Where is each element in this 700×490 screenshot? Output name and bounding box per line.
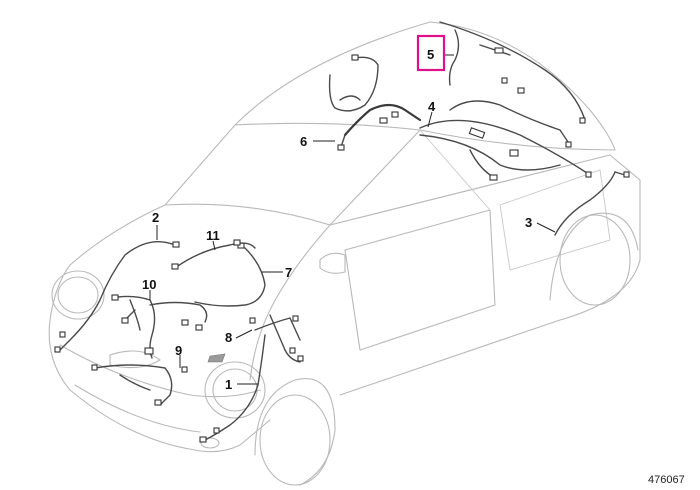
callout-11: 11 xyxy=(206,228,220,243)
harness-11 xyxy=(171,239,256,270)
callout-7: 7 xyxy=(285,265,292,280)
harness-4 xyxy=(419,100,592,181)
harness-3 xyxy=(554,171,630,236)
callout-5-highlight-box xyxy=(416,34,446,72)
callout-4: 4 xyxy=(428,99,436,114)
callout-1: 1 xyxy=(225,377,232,392)
harness-8 xyxy=(207,314,304,363)
leader-lines xyxy=(149,54,556,385)
car-body-outline xyxy=(48,21,641,486)
callout-3: 3 xyxy=(525,215,532,230)
harness-2 xyxy=(54,241,180,353)
callout-9: 9 xyxy=(175,343,182,358)
harness-5 xyxy=(439,21,586,124)
callout-8: 8 xyxy=(225,330,232,345)
harness-10 xyxy=(111,294,208,359)
callout-5: 5 xyxy=(427,47,434,62)
figure-number: 476067 xyxy=(648,474,685,486)
callout-6: 6 xyxy=(300,134,307,149)
callout-10: 10 xyxy=(142,277,156,292)
harness-1 xyxy=(199,334,266,443)
harness-6 xyxy=(328,54,422,151)
callout-2: 2 xyxy=(152,210,159,225)
callouts: 1 2 3 4 5 6 7 8 9 10 11 xyxy=(142,34,532,392)
harness-9 xyxy=(91,364,188,406)
